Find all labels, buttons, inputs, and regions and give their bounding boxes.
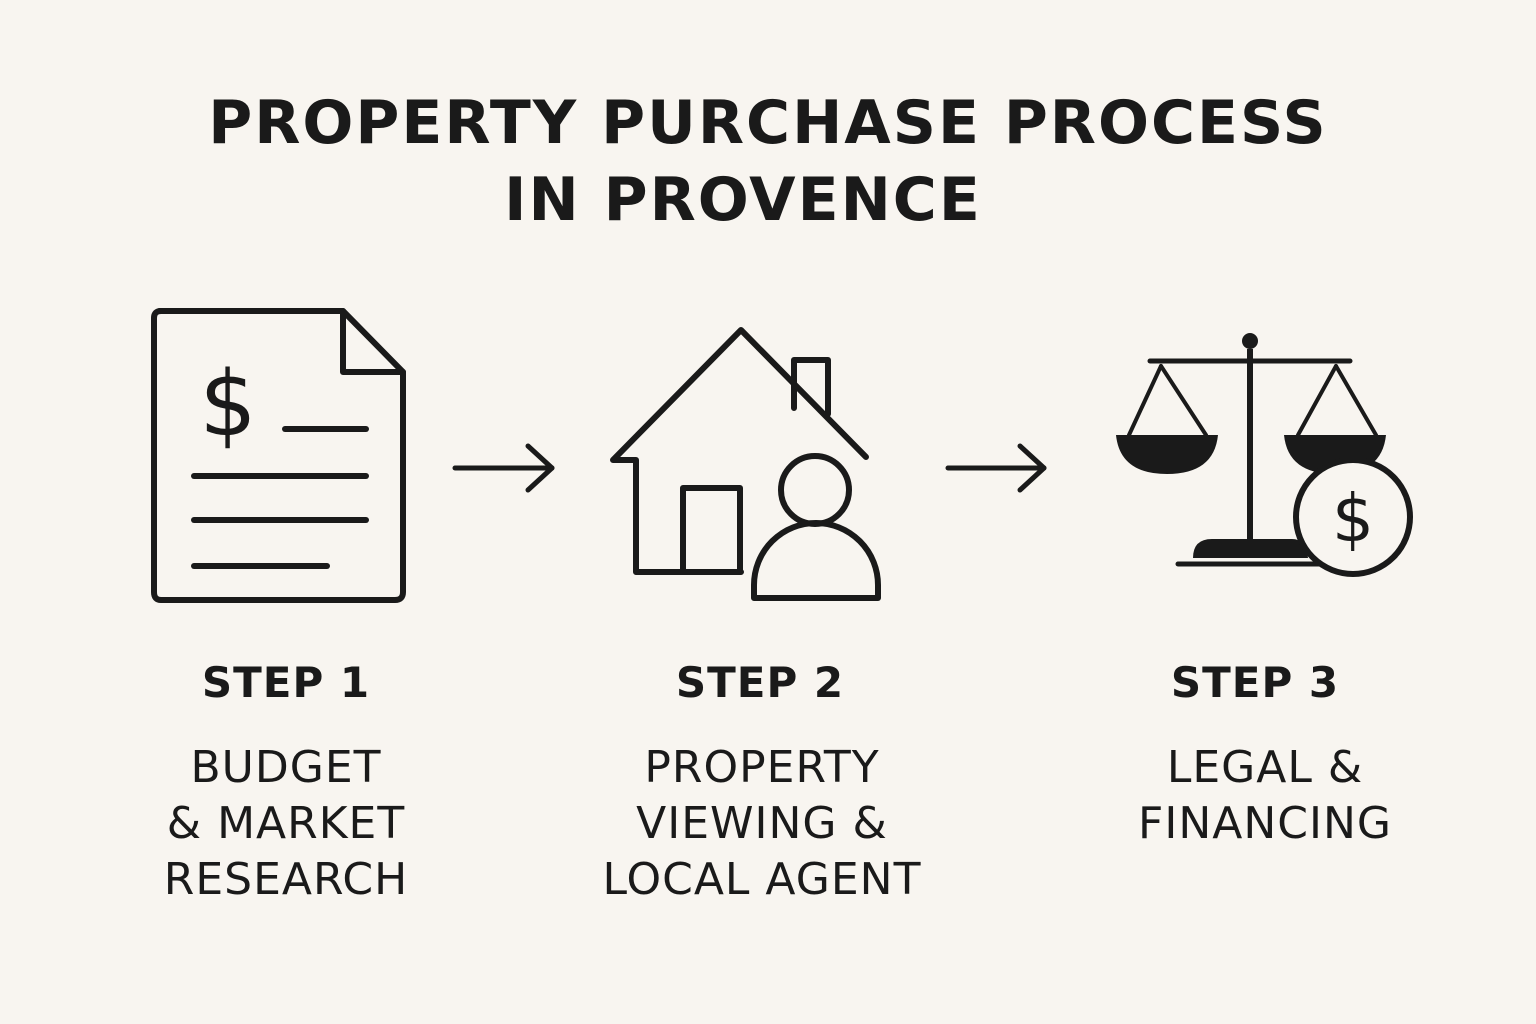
step-3-description: LEGAL & FINANCING <box>1138 742 1392 849</box>
arrow-right-icon <box>945 443 1047 493</box>
step-2-description: PROPERTY VIEWING & LOCAL AGENT <box>602 742 922 905</box>
step-2-label: STEP 2 <box>675 658 845 707</box>
step-1-label: STEP 1 <box>201 658 371 707</box>
step-3-label: STEP 3 <box>1170 658 1340 707</box>
page-title-line-2: IN PROVENCE <box>504 165 982 235</box>
page-title-line-1: PROPERTY PURCHASE PROCESS <box>208 88 1328 158</box>
house-person-icon <box>610 327 881 601</box>
arrow-right-icon <box>452 443 555 493</box>
scales-dollar-icon: $ <box>1116 333 1413 577</box>
svg-text:$: $ <box>199 352 256 457</box>
document-dollar-icon: $ <box>151 308 406 603</box>
step-1-description: BUDGET & MARKET RESEARCH <box>163 742 409 905</box>
svg-text:$: $ <box>1332 480 1374 557</box>
